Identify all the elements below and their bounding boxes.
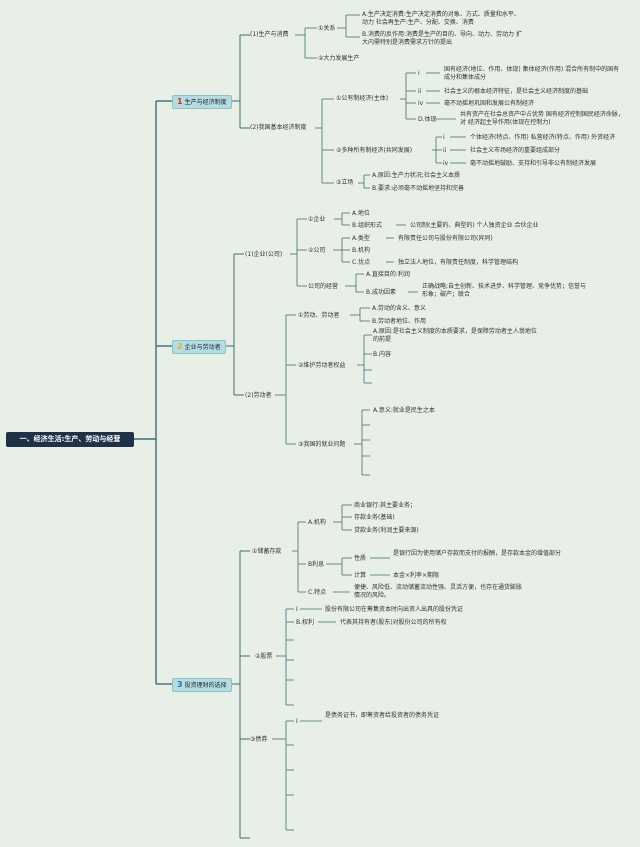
node-loan-business[interactable]: 贷款业务(利润主要来源)	[354, 527, 419, 534]
node-status[interactable]: A.地位	[352, 210, 370, 217]
node-bond-definition[interactable]: 是债务证书，即筹资者给投资者的债务凭证	[325, 712, 440, 719]
node-legal-person[interactable]: 独立法人地位，有限责任制度，科学管理结构	[398, 259, 519, 266]
node-ownership[interactable]: 代表其持有者(股东)对股份公司的所有权	[340, 619, 447, 626]
node-enterprise-1[interactable]: ①企业	[308, 216, 326, 223]
node-public-asset-advantage[interactable]: 共有资产在社会总资产中占优势 国有经济控制国民经济命脉，对 经济起主导作用(体现…	[460, 111, 624, 126]
label-ii: ii	[418, 88, 422, 95]
section-number: 2	[177, 342, 183, 351]
node-org-form[interactable]: B.组织形式	[352, 222, 383, 229]
section-number: 1	[177, 97, 183, 106]
label-i: Ⅰ	[296, 606, 298, 613]
node-rights-content[interactable]: B.内容	[373, 351, 392, 358]
node-stock-definition[interactable]: 股份有限公司在筹集资本时向出资人出具的股份凭证	[325, 606, 464, 613]
node-nature[interactable]: 性质	[354, 555, 367, 562]
label-i: i	[443, 134, 445, 141]
node-stance-requirement[interactable]: B.要求:必须毫不动摇地坚持和完善	[372, 185, 465, 192]
node-nature-text[interactable]: 是银行因为使用储户存款而支付的报酬，是存款本金的增值部分	[393, 550, 562, 557]
node-relation[interactable]: ①关系	[318, 25, 336, 32]
node-employment[interactable]: ③我国的就业问题	[298, 441, 346, 448]
node-basic-economic-system[interactable]: (2)我国基本经济制度	[250, 124, 307, 131]
label-iv: iv	[443, 160, 449, 167]
node-market-component[interactable]: 社会主义市场经济的重要组成部分	[470, 147, 561, 154]
node-features-text[interactable]: 便捷、风险低、流动储蓄流动性强、灵活方便，也存在通货膨胀情况的风险。	[354, 584, 523, 599]
node-protect-rights[interactable]: ②维护劳动者权益	[298, 362, 346, 369]
section-title: 企业与劳动者	[184, 344, 221, 351]
node-diverse-ownership[interactable]: ②多种所有制经济(共同发展)	[336, 147, 413, 154]
node-savings[interactable]: ①储蓄存款	[252, 548, 282, 555]
section-title: 生产与经济制度	[184, 99, 227, 106]
node-stance-reason[interactable]: A.原因:生产力状况;社会主义本质	[372, 172, 460, 179]
node-support-nonpublic[interactable]: 毫不动摇地鼓励、支持和引导非公有制经济发展	[470, 160, 597, 167]
node-consolidate-public[interactable]: 毫不动摇地巩固和发展公有制经济	[444, 100, 535, 107]
node-institution[interactable]: A.机构	[308, 519, 326, 526]
node-operation[interactable]: 公司的经营	[308, 283, 339, 290]
node-success-factor[interactable]: B.成功因素	[366, 289, 397, 296]
node-company-organ[interactable]: B.机构	[352, 247, 371, 254]
node-production-consumption[interactable]: (1)生产与消费	[250, 31, 289, 38]
section-number: 3	[177, 680, 183, 689]
node-company-type[interactable]: A.类型	[352, 235, 370, 242]
node-develop-production[interactable]: ②大力发展生产	[318, 55, 360, 62]
node-stance[interactable]: ③立场	[336, 179, 354, 186]
node-embodiment[interactable]: D.体现	[418, 116, 437, 123]
node-formula[interactable]: 本金×利率×期限	[393, 572, 440, 579]
node-correct-strategy[interactable]: 正确战略;自主创新、技术进步、科学管理、竞争优势；信誉与形象；破产；联合	[422, 283, 587, 298]
node-deposit-business[interactable]: 存款业务(基础)	[354, 514, 395, 521]
node-labourer-status[interactable]: B.劳动者地位、作用	[372, 318, 427, 325]
root-node[interactable]: 一、经济生活:生产、劳动与经营	[6, 432, 134, 447]
node-bonds[interactable]: ③债券	[250, 736, 268, 743]
node-labour[interactable]: ①劳动、劳动者	[298, 312, 340, 319]
node-labour-meaning[interactable]: A.劳动的含义、意义	[372, 305, 426, 312]
label-i: Ⅰ	[296, 718, 298, 725]
node-employment-meaning[interactable]: A.意义:就业是民生之本	[373, 407, 435, 414]
label-ii: ii	[443, 147, 447, 154]
label-i: i	[418, 70, 420, 77]
node-production-decides-consumption[interactable]: A.生产决定消费:生产决定消费的对象、方式、质量和水平、动力 社会再生产:生产、…	[362, 11, 520, 26]
node-rights[interactable]: B.权利	[296, 619, 315, 626]
node-calculation[interactable]: 计算	[354, 572, 367, 579]
node-features[interactable]: C.特点	[308, 589, 327, 596]
label-iv: iv	[418, 100, 424, 107]
node-enterprise[interactable]: (1)企业(公司)	[245, 251, 283, 258]
node-labourer[interactable]: (2)劳动者	[245, 392, 272, 399]
node-public-ownership[interactable]: ①公有制经济(主体)	[336, 95, 389, 102]
node-limited-company[interactable]: 有限责任公司与股份有限公司(异同)	[398, 235, 493, 242]
node-interest[interactable]: B利息	[308, 561, 325, 568]
node-company-advantage[interactable]: C.优点	[352, 259, 371, 266]
node-company[interactable]: ②公司	[308, 247, 326, 254]
section-title: 投资理财的选择	[184, 682, 227, 689]
node-consumption-reaction[interactable]: B.消费的反作用:消费是生产的目的、导向、动力、劳动力 扩大内需特别是消费需求方…	[362, 31, 522, 46]
node-socialist-feature[interactable]: 社会主义的根本经济特征，是社会主义经济制度的基础	[444, 88, 589, 95]
node-direct-purpose[interactable]: A.直接目的:利润	[366, 271, 410, 278]
node-commercial-bank[interactable]: 商业银行:其主要业务；	[354, 502, 417, 509]
node-company-types[interactable]: 公司制(主要的、典型的) 个人独资企业 合伙企业	[410, 222, 539, 229]
node-stocks[interactable]: ②股票	[255, 653, 273, 660]
node-rights-reason[interactable]: A.原因:是社会主义制度的本质要求，是保障劳动者主人翁地位的前提	[373, 328, 537, 343]
node-state-economy[interactable]: 国有经济(地位、作用、体现) 集体经济(作用) 混合所有制中的国有成分和集体成分	[444, 66, 620, 81]
node-private-economy[interactable]: 个体经济(特点、作用) 私营经济(特点、作用) 外资经济	[470, 134, 616, 141]
